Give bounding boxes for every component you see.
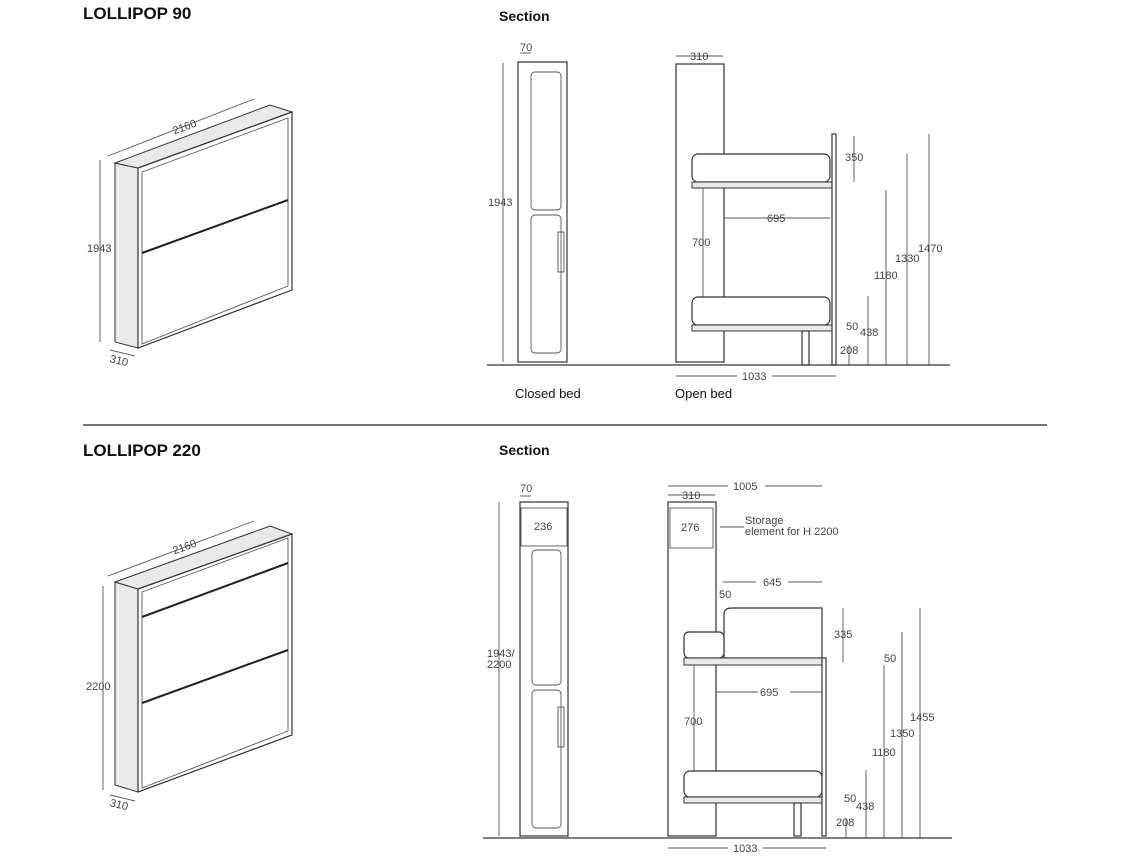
- handle: [557, 231, 565, 273]
- dim-height: 1943: [87, 243, 111, 255]
- closed-bed-section-220: 70 1943/ 2200 236: [483, 483, 660, 839]
- storage-split-line: [141, 562, 289, 618]
- dim-depth: 310: [109, 353, 130, 369]
- closed-cabinet: [519, 501, 569, 837]
- upper-mattress: [683, 631, 725, 659]
- dim-depth-top: 70: [520, 483, 532, 495]
- dim-height: 2200: [86, 681, 110, 693]
- dim-h-1180: 1180: [872, 747, 896, 759]
- dim-overall-depth: 1005: [733, 481, 757, 493]
- section-heading: Section: [499, 442, 550, 458]
- safety-rail: [821, 657, 827, 837]
- storage-note-line1: Storage: [745, 515, 784, 527]
- dim-bed-length: 695: [767, 213, 785, 225]
- support-leg: [793, 802, 802, 837]
- dim-h-1470: 1470: [918, 243, 942, 255]
- dim-bunk-spacing: 700: [684, 716, 702, 728]
- cabinet-side-face: [114, 162, 139, 349]
- open-bed-section-220: 1005 310 276 Storage element for H 2200 …: [660, 481, 952, 855]
- section-heading: Section: [499, 8, 550, 24]
- dim-cabinet-depth: 310: [690, 51, 708, 63]
- safety-rail: [831, 133, 837, 366]
- lower-frame: [691, 324, 833, 332]
- dim-h-208: 208: [836, 817, 854, 829]
- dim-h-50-high: 50: [884, 653, 896, 665]
- dim-h-50: 50: [846, 321, 858, 333]
- dim-h-1350: 1350: [890, 728, 914, 740]
- panel-split-line: [141, 649, 289, 704]
- dim-h-438: 438: [856, 801, 874, 813]
- dim-upper-height: 350: [845, 152, 863, 164]
- open-bed-section-90: 310 695 700 350 208 50 438 1180: [660, 51, 950, 401]
- iso-view-220: 2160 2200 310: [86, 520, 294, 813]
- dim-height-line1: 1943/: [487, 648, 515, 660]
- dim-guard-length: 645: [763, 577, 781, 589]
- panel-split-line: [141, 199, 289, 254]
- lower-mattress: [683, 770, 823, 798]
- dim-height: 1943: [488, 197, 512, 209]
- cabinet-front: [137, 111, 293, 349]
- storage-element: [669, 507, 714, 549]
- storage-note-line2: element for H 2200: [745, 526, 839, 538]
- dim-h-1455: 1455: [910, 712, 934, 724]
- dim-storage-depth: 276: [681, 522, 699, 534]
- cabinet-front: [137, 533, 293, 793]
- dim-h-1180: 1180: [874, 270, 898, 282]
- closed-cabinet: [517, 61, 568, 363]
- upper-frame: [691, 181, 833, 189]
- closed-bed-caption: Closed bed: [515, 386, 581, 401]
- storage-element: [520, 507, 568, 547]
- dim-bed-length: 695: [760, 687, 778, 699]
- product-title: LOLLIPOP 220: [83, 441, 201, 460]
- upper-guard-panel: [723, 607, 823, 659]
- dim-h-1330: 1330: [895, 253, 919, 265]
- dim-depth-top: 70: [520, 42, 532, 54]
- open-bed-caption: Open bed: [675, 386, 732, 401]
- dim-cabinet-depth: 310: [682, 490, 700, 502]
- dim-upper-height: 335: [834, 629, 852, 641]
- handle: [557, 706, 565, 748]
- lollipop-220-block: LOLLIPOP 220 Section 2160 2200 310 70 19…: [83, 441, 952, 855]
- dim-h-438: 438: [860, 327, 878, 339]
- product-title: LOLLIPOP 90: [83, 4, 191, 23]
- dim-height-line2: 2200: [487, 659, 511, 671]
- upper-frame: [683, 657, 825, 666]
- dim-total-depth: 1033: [742, 371, 766, 383]
- dim-depth: 310: [109, 797, 130, 813]
- support-leg: [801, 330, 810, 366]
- lower-frame: [683, 796, 825, 804]
- closed-bed-section-90: 70 1943 Closed bed: [487, 42, 660, 401]
- dim-storage-height: 236: [534, 521, 552, 533]
- lollipop-90-block: LOLLIPOP 90 Section 2160 1943 310 70 194…: [83, 4, 950, 401]
- cabinet-side-face: [114, 581, 139, 793]
- dim-bunk-spacing: 700: [692, 237, 710, 249]
- iso-view-90: 2160 1943 310: [87, 98, 294, 369]
- dim-h-50-low: 50: [844, 793, 856, 805]
- dim-gap-50: 50: [719, 589, 731, 601]
- dim-h-208: 208: [840, 345, 858, 357]
- lower-mattress: [691, 296, 831, 326]
- upper-mattress: [691, 153, 831, 183]
- dim-total-depth: 1033: [733, 843, 757, 855]
